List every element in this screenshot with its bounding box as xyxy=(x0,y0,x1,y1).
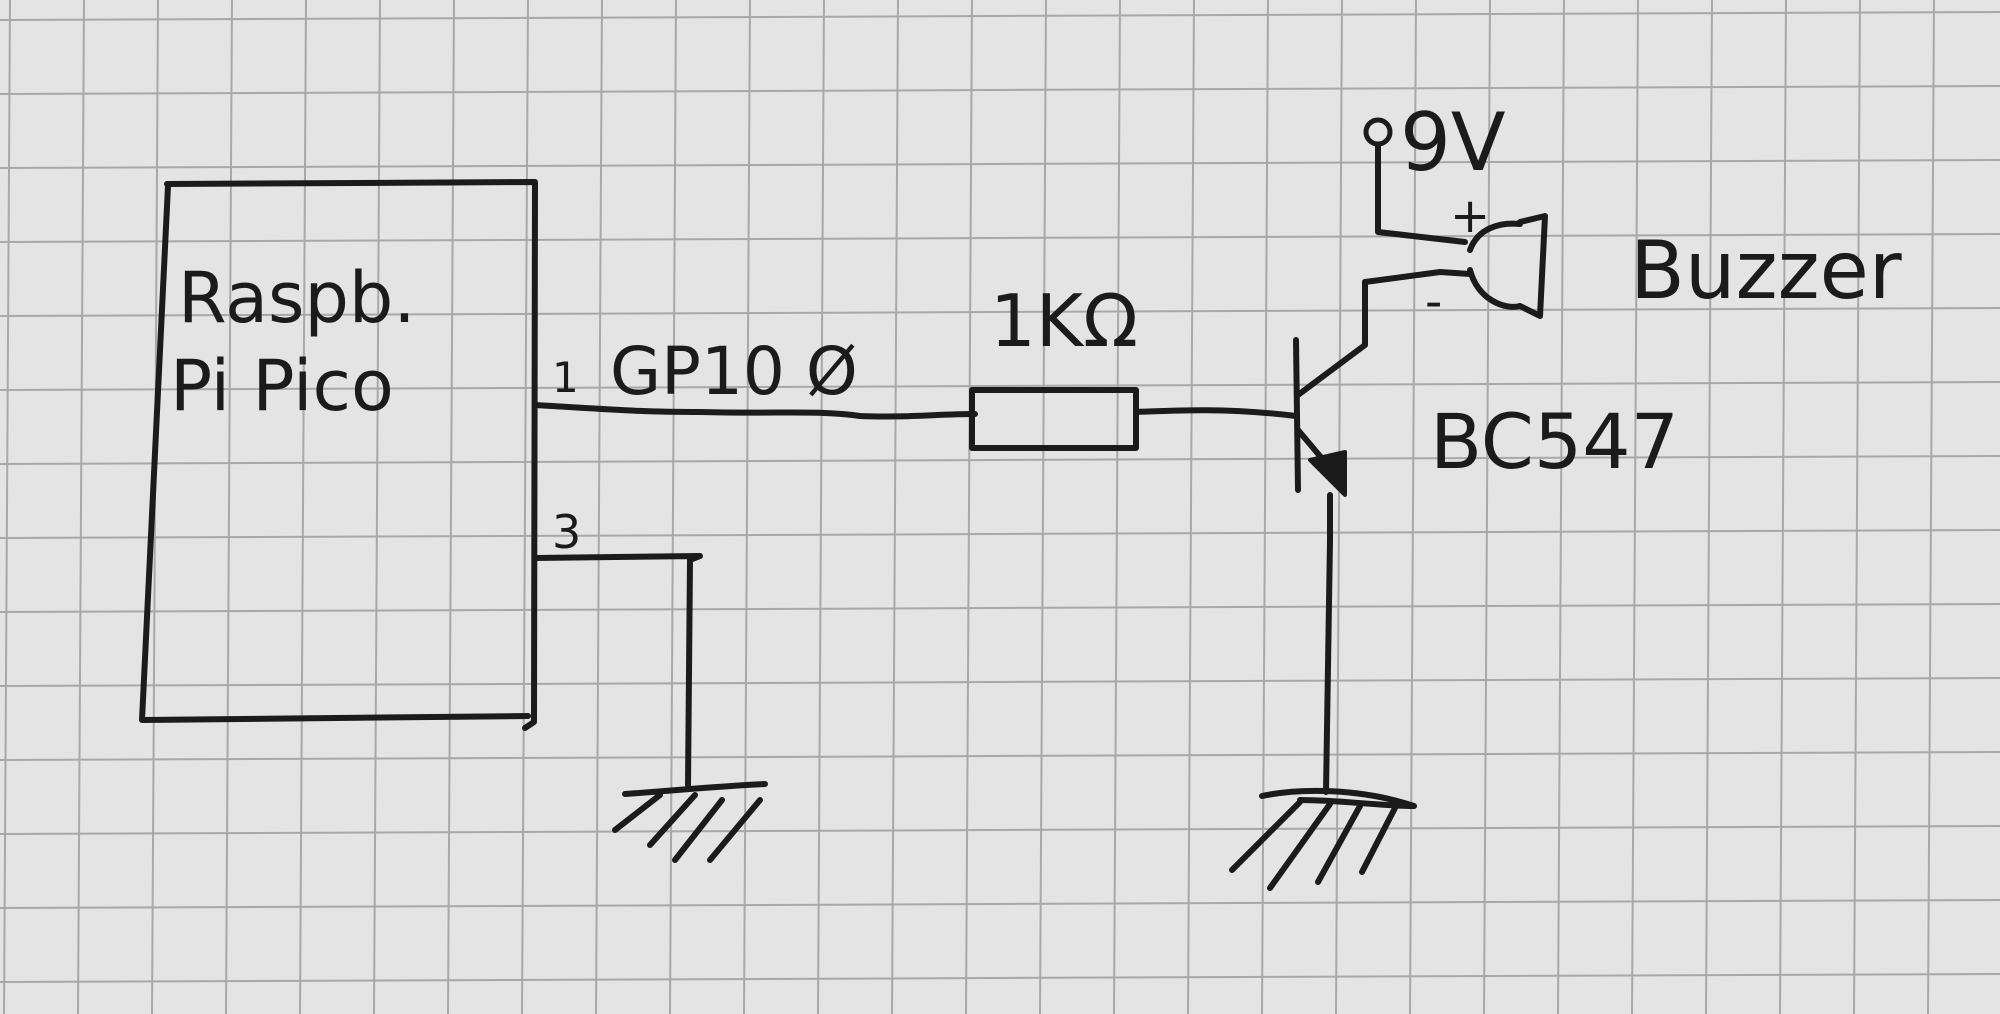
grid-line xyxy=(1187,0,1195,1014)
grid-line xyxy=(595,0,603,1014)
grid-line xyxy=(0,529,2000,539)
resistor-icon xyxy=(969,387,1139,451)
grid-line xyxy=(817,0,825,1014)
grid-line xyxy=(0,899,2000,909)
grid-line xyxy=(1631,0,1639,1014)
grid-line xyxy=(0,381,2000,391)
grid-line xyxy=(225,0,233,1014)
pico-board-outline xyxy=(139,179,538,731)
grid-line xyxy=(0,307,2000,317)
transistor-name: BC547 xyxy=(1430,397,1679,486)
grid-line xyxy=(373,0,381,1014)
grid-line xyxy=(1557,0,1565,1014)
emitter-wire xyxy=(1323,492,1333,795)
grid-line xyxy=(0,603,2000,613)
grid-line xyxy=(0,159,2000,169)
supply-wire xyxy=(1375,142,1468,245)
grid-line xyxy=(1853,0,1861,1014)
grid-line xyxy=(0,973,2000,983)
ground-hatch-icon xyxy=(612,781,768,863)
pico-board: Raspb. Pi Pico xyxy=(139,179,538,731)
grid-line xyxy=(669,0,677,1014)
pin3-ground-wire: 3 xyxy=(532,505,703,788)
grid-line xyxy=(299,0,307,1014)
grid-line xyxy=(0,455,2000,465)
grid-line xyxy=(0,11,2000,21)
ground-hatch-icon xyxy=(1229,787,1417,891)
grid-line xyxy=(0,85,2000,95)
grid-line xyxy=(1039,0,1047,1014)
emitter-arrow-icon xyxy=(1308,450,1347,497)
resistor-1k: 1KΩ xyxy=(969,279,1139,451)
grid-line xyxy=(891,0,899,1014)
ground-left xyxy=(612,781,768,863)
grid-line xyxy=(3,0,11,1014)
supply-9v: 9V xyxy=(1363,96,1506,245)
buzzer-minus: - xyxy=(1425,274,1442,330)
grid-line xyxy=(0,751,2000,761)
base-wire xyxy=(1133,407,1299,419)
buzzer: + - Buzzer xyxy=(1425,188,1902,330)
resistor-value: 1KΩ xyxy=(990,279,1138,363)
grid-line xyxy=(1261,0,1269,1014)
grid-line xyxy=(1409,0,1417,1014)
buzzer-icon xyxy=(1467,213,1548,319)
grid-line xyxy=(447,0,455,1014)
pin3-number: 3 xyxy=(552,505,581,559)
grid-line xyxy=(0,233,2000,243)
supply-voltage: 9V xyxy=(1400,96,1506,189)
gp10-wire xyxy=(532,402,978,420)
pin1-name: GP10 Ø xyxy=(610,333,858,410)
gp10-signal-wire: 1 GP10 Ø xyxy=(532,333,978,420)
grid-line xyxy=(0,677,2000,687)
grid-line xyxy=(0,825,2000,835)
transistor-bc547: BC547 xyxy=(1293,269,1679,497)
grid-line xyxy=(965,0,973,1014)
grid-line xyxy=(1113,0,1121,1014)
grid-line xyxy=(77,0,85,1014)
grid-line xyxy=(1779,0,1787,1014)
grid-line xyxy=(521,0,529,1014)
grid-line xyxy=(1705,0,1713,1014)
ground-right xyxy=(1229,787,1417,891)
pin3-wire xyxy=(532,553,703,788)
buzzer-name: Buzzer xyxy=(1630,224,1902,317)
grid-line xyxy=(1927,0,1935,1014)
grid-line xyxy=(743,0,751,1014)
grid-line xyxy=(1483,0,1491,1014)
buzzer-plus: + xyxy=(1450,188,1490,244)
pin1-number: 1 xyxy=(552,353,579,402)
pico-label-line1: Raspb. xyxy=(178,257,416,339)
pico-label-line2: Pi Pico xyxy=(170,345,394,427)
